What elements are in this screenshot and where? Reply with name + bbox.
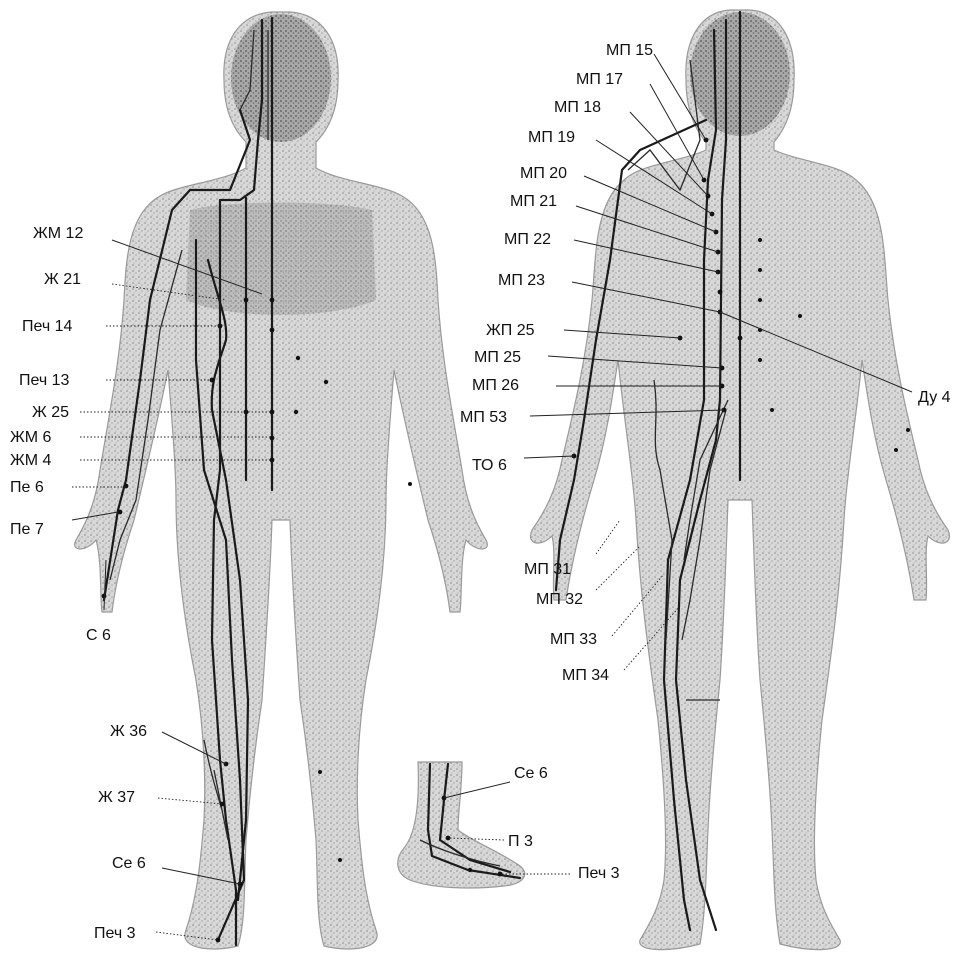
label-to6: ТО 6 (472, 457, 507, 474)
label-mp25: МП 25 (474, 349, 521, 366)
label-pech14: Печ 14 (22, 318, 73, 335)
front-head-shading (231, 14, 331, 142)
label-pe6: Пе 6 (10, 479, 44, 496)
label-zh21: Ж 21 (44, 271, 81, 288)
label-pech13: Печ 13 (19, 372, 70, 389)
label-pe7: Пе 7 (10, 521, 44, 538)
label-mp20: МП 20 (520, 165, 567, 182)
back-figure: МП 15 МП 17 МП 18 МП 19 МП 20 МП 21 МП 2… (460, 10, 951, 950)
label-mp34: МП 34 (562, 667, 609, 684)
label-se6-front: Се 6 (112, 855, 146, 872)
label-mp33: МП 33 (550, 631, 597, 648)
label-zhm4: ЖМ 4 (10, 452, 52, 469)
label-zhm6: ЖМ 6 (10, 429, 52, 446)
foot-inset: Се 6 П 3 Печ 3 (398, 762, 620, 888)
label-mp15: МП 15 (606, 42, 653, 59)
label-mp19: МП 19 (528, 129, 575, 146)
label-s6: С 6 (86, 627, 111, 644)
label-mp22: МП 22 (504, 231, 551, 248)
label-p3-foot: П 3 (508, 833, 533, 850)
label-du4: Ду 4 (918, 389, 951, 406)
label-mp53: МП 53 (460, 409, 507, 426)
foot-labels: Се 6 П 3 Печ 3 (508, 765, 620, 882)
label-zh36: Ж 36 (110, 723, 147, 740)
label-zh25: Ж 25 (32, 404, 69, 421)
label-mp26: МП 26 (472, 377, 519, 394)
label-pech3-front: Печ 3 (94, 925, 136, 942)
foot-silhouette (398, 762, 525, 888)
front-chest-shading (186, 203, 376, 316)
label-mp18: МП 18 (554, 99, 601, 116)
label-mp21: МП 21 (510, 193, 557, 210)
label-mp32: МП 32 (536, 591, 583, 608)
front-figure: ЖМ 12 Ж 21 Печ 14 Печ 13 Ж 25 ЖМ 6 ЖМ 4 … (10, 12, 487, 949)
label-zhm12: ЖМ 12 (33, 225, 83, 242)
label-zh37: Ж 37 (98, 789, 135, 806)
label-mp17: МП 17 (576, 71, 623, 88)
label-zhp25: ЖП 25 (486, 322, 535, 339)
label-mp31: МП 31 (524, 561, 571, 578)
label-se6-foot: Се 6 (514, 765, 548, 782)
label-pech3-foot: Печ 3 (578, 865, 620, 882)
label-mp23: МП 23 (498, 272, 545, 289)
